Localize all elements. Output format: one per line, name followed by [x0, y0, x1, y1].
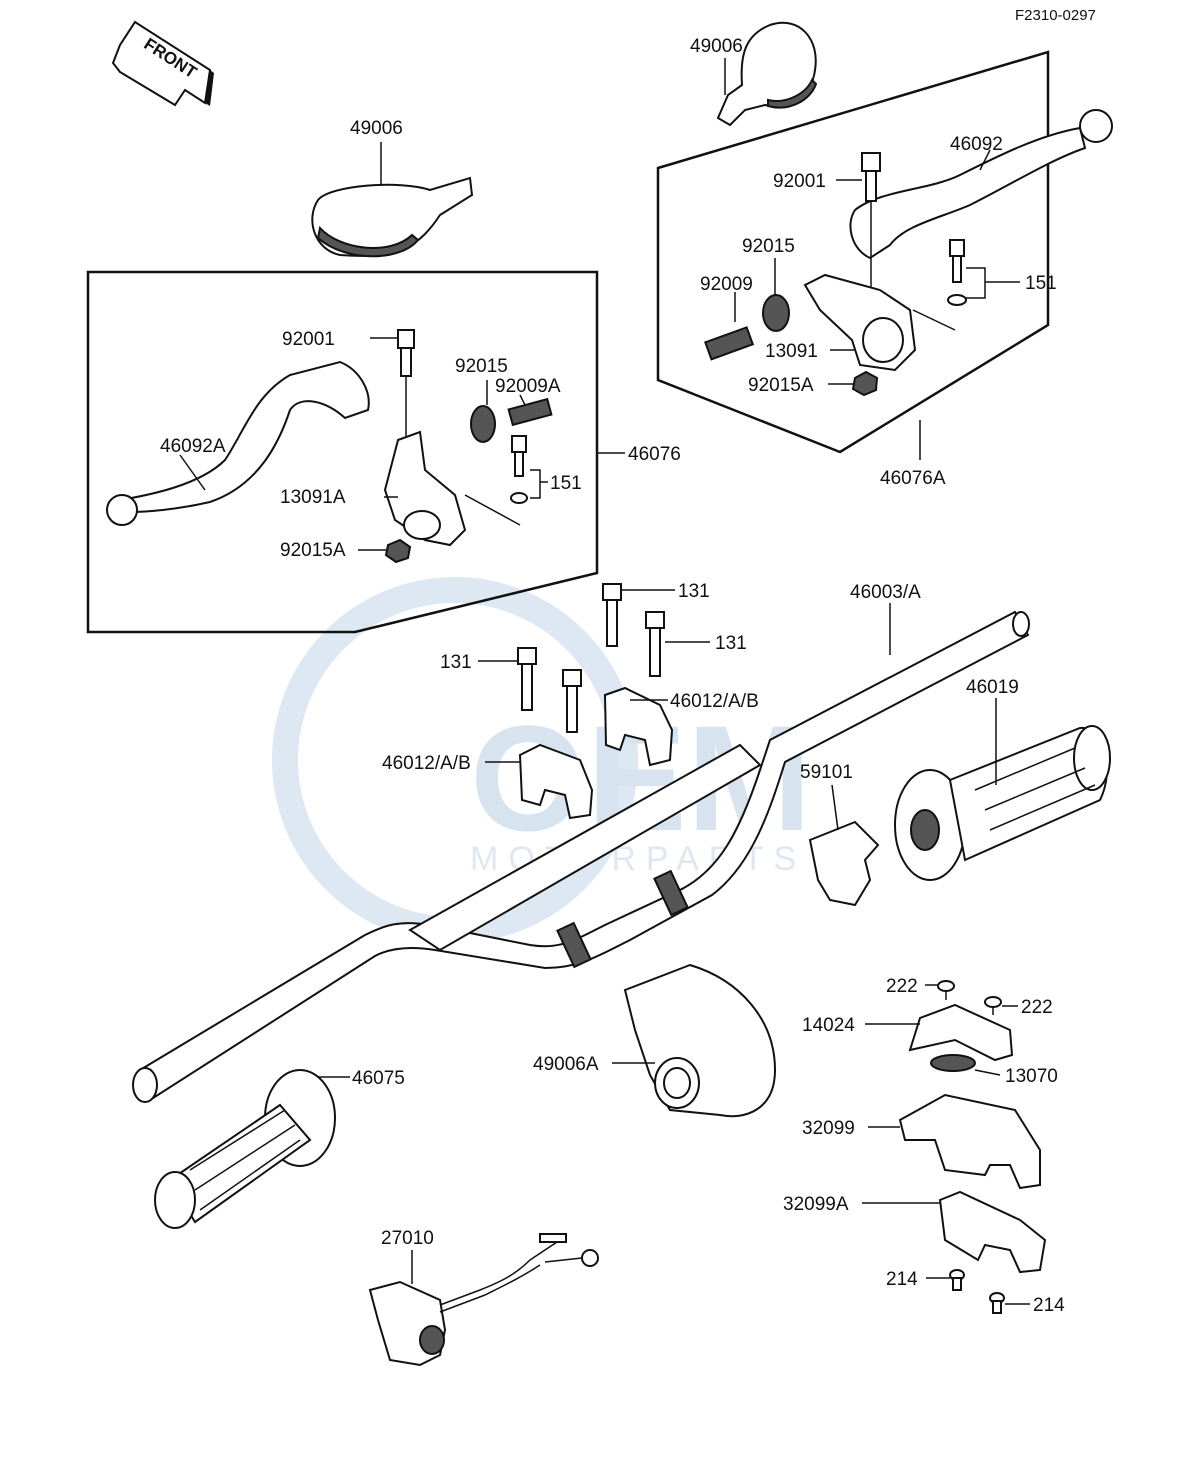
label-46019: 46019: [966, 677, 1019, 698]
screw-214-b: [989, 1292, 1005, 1314]
label-mirror-l: 49006: [350, 118, 403, 139]
guard-49006A: [623, 963, 777, 1118]
label-131-b: 131: [715, 633, 747, 654]
adjuster-92009: [704, 326, 755, 361]
screw-222-b: [984, 996, 1002, 1015]
label-46092A: 46092A: [160, 436, 226, 457]
label-13070: 13070: [1005, 1066, 1058, 1087]
case-32099: [898, 1093, 1041, 1190]
label-214-b: 214: [1033, 1295, 1065, 1316]
drawing-code: F2310-0297: [1015, 7, 1096, 24]
label-214-a: 214: [886, 1269, 918, 1290]
label-13091: 13091: [765, 341, 818, 362]
label-151-r: 151: [1025, 273, 1057, 294]
left-assembly-box: [86, 270, 599, 634]
label-92001-r: 92001: [773, 171, 826, 192]
label-92009A: 92009A: [495, 376, 561, 397]
screw-kit-151-right: [947, 239, 967, 306]
switch-27010: [368, 1233, 599, 1367]
label-46012-a: 46012/A/B: [670, 691, 759, 712]
label-14024: 14024: [802, 1015, 855, 1036]
holder-13091A: [383, 430, 467, 547]
label-131-a: 131: [678, 581, 710, 602]
label-92015A-r: 92015A: [748, 375, 814, 396]
label-46075: 46075: [352, 1068, 405, 1089]
label-46003: 46003/A: [850, 582, 921, 603]
screw-kit-151-left: [510, 435, 528, 504]
label-32099A: 32099A: [783, 1194, 849, 1215]
bolt-131-a: [602, 583, 622, 647]
adjuster-92009A: [507, 397, 553, 427]
adjuster-92015-right: [762, 294, 790, 332]
label-92015A-l: 92015A: [280, 540, 346, 561]
label-92015-r: 92015: [742, 236, 795, 257]
bolt-92001-left: [397, 329, 415, 377]
adjuster-92015-left: [470, 405, 496, 443]
plate-14024: [908, 1003, 1014, 1062]
grip-46075: [154, 1069, 336, 1229]
handlebar: [132, 610, 1030, 1103]
holder-13091: [803, 273, 917, 372]
bolt-131-d: [562, 669, 582, 733]
cover-59101: [808, 820, 880, 907]
nut-92015A-left: [384, 538, 412, 564]
label-27010: 27010: [381, 1228, 434, 1249]
case-32099A: [938, 1190, 1047, 1274]
grip-46019: [894, 725, 1111, 881]
label-13091A: 13091A: [280, 487, 346, 508]
label-222-b: 222: [1021, 997, 1053, 1018]
right-mirror: [716, 21, 818, 127]
nut-92015A-right: [851, 370, 879, 397]
label-151-l: 151: [550, 473, 582, 494]
label-46012-b: 46012/A/B: [382, 753, 471, 774]
label-mirror-r: 49006: [690, 36, 743, 57]
label-32099: 32099: [802, 1118, 855, 1139]
right-assembly-box: [656, 50, 1050, 454]
screw-222-a: [937, 980, 955, 1000]
left-mirror: [311, 176, 474, 258]
right-brake-lever: [849, 126, 1087, 260]
label-92015-l: 92015: [455, 356, 508, 377]
label-49006A: 49006A: [533, 1054, 599, 1075]
front-arrow-icon: FRONT: [111, 20, 214, 107]
label-46076A: 46076A: [880, 468, 946, 489]
label-222-a: 222: [886, 976, 918, 997]
label-92009: 92009: [700, 274, 753, 295]
label-46092: 46092: [950, 134, 1003, 155]
screw-214-a: [949, 1269, 965, 1291]
label-59101: 59101: [800, 762, 853, 783]
ring-13070: [930, 1054, 976, 1072]
label-131-c: 131: [440, 652, 472, 673]
bolt-131-b: [645, 611, 665, 677]
bolt-131-c: [517, 647, 537, 711]
bolt-92001-right: [861, 152, 881, 202]
clamp-46012-b: [518, 743, 594, 820]
label-92001-l: 92001: [282, 329, 335, 350]
left-clutch-lever: [118, 360, 370, 514]
label-46076: 46076: [628, 444, 681, 465]
